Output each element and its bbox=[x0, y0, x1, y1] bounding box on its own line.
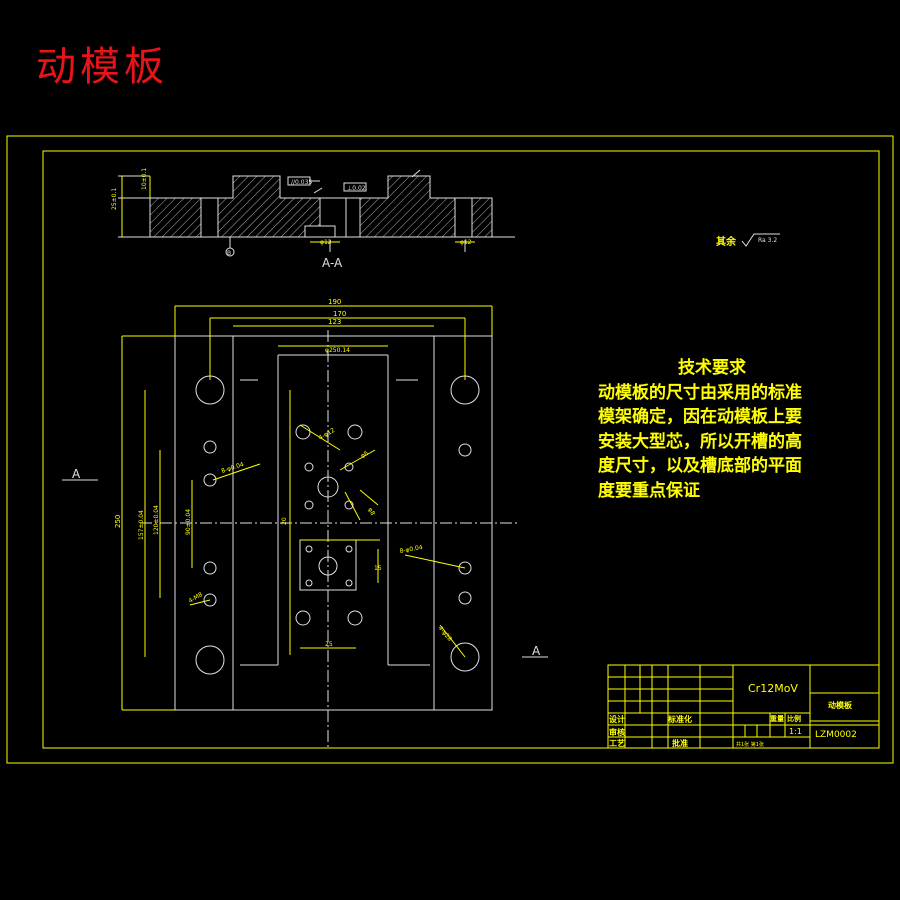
svg-text:φ12: φ12 bbox=[460, 239, 472, 246]
label-standard: 标准化 bbox=[667, 714, 692, 724]
label-weight: 重量 bbox=[770, 714, 784, 723]
svg-text:90±0.04: 90±0.04 bbox=[185, 509, 192, 535]
svg-text:φ250.14: φ250.14 bbox=[325, 347, 350, 354]
svg-text:25±0.1: 25±0.1 bbox=[111, 188, 118, 210]
svg-text:φ12: φ12 bbox=[320, 239, 332, 246]
cut-indicators: A A bbox=[62, 467, 548, 658]
scale: 1:1 bbox=[789, 727, 802, 736]
tech-heading: 技术要求 bbox=[678, 358, 746, 378]
tech-line-3: 安装大型芯，所以开槽的高 bbox=[598, 431, 802, 452]
material: Cr12MoV bbox=[748, 682, 798, 695]
svg-text:10±0.1: 10±0.1 bbox=[141, 168, 148, 190]
roughness-value: Ra 3.2 bbox=[758, 237, 777, 244]
svg-text:4-M8: 4-M8 bbox=[188, 591, 205, 605]
svg-text:φ6: φ6 bbox=[360, 450, 370, 460]
section-view: 25±0.1 10±0.1 //0.035 ⊥0.02 φ12 φ12 B bbox=[111, 168, 515, 257]
svg-text:4-φ28: 4-φ28 bbox=[436, 625, 453, 643]
part-name: 动模板 bbox=[828, 700, 853, 710]
label-process: 工艺 bbox=[609, 738, 625, 748]
drawing-title: 动模板 bbox=[36, 44, 168, 90]
svg-text:8-φ0.04: 8-φ0.04 bbox=[399, 544, 423, 555]
label-design: 设计 bbox=[609, 714, 625, 724]
tech-line-1: 动模板的尺寸由采用的标准 bbox=[598, 382, 802, 403]
roughness-prefix: 其余 bbox=[716, 235, 737, 248]
cut-label-left: A bbox=[72, 467, 81, 481]
svg-text:170: 170 bbox=[333, 310, 346, 318]
cut-label-right: A bbox=[532, 644, 541, 658]
section-label: A-A bbox=[322, 256, 343, 270]
label-approve: 批准 bbox=[672, 738, 688, 748]
svg-text:157±0.04: 157±0.04 bbox=[138, 510, 145, 540]
svg-text:20: 20 bbox=[281, 517, 288, 525]
title-block: Cr12MoV 动模板 LZM0002 1:1 设计 标准化 重量 比例 审核 … bbox=[607, 664, 880, 749]
svg-text:15: 15 bbox=[374, 565, 382, 572]
tech-line-2: 模架确定，因在动模板上要 bbox=[598, 407, 802, 427]
outer-border bbox=[6, 135, 894, 764]
svg-text:φ8: φ8 bbox=[366, 507, 376, 517]
svg-text://0.035: //0.035 bbox=[291, 179, 312, 186]
dim-25: 25 bbox=[325, 641, 333, 648]
svg-text:4-φ12: 4-φ12 bbox=[318, 427, 337, 442]
label-scale: 比例 bbox=[787, 714, 801, 723]
inner-border bbox=[42, 150, 880, 749]
tech-requirements: 技术要求 动模板的尺寸由采用的标准 模架确定，因在动模板上要 安装大型芯，所以开… bbox=[598, 356, 848, 503]
svg-text:250: 250 bbox=[114, 515, 122, 528]
svg-text:⊥0.02: ⊥0.02 bbox=[347, 185, 366, 192]
label-review: 审核 bbox=[609, 727, 625, 737]
roughness-note: 其余 Ra 3.2 bbox=[716, 233, 780, 248]
plan-view bbox=[140, 330, 520, 748]
tech-line-5: 度要重点保证 bbox=[598, 480, 700, 501]
tech-line-4: 度尺寸，以及槽底部的平面 bbox=[598, 456, 802, 476]
dimension-lines: 190 170 123 φ250.14 250 157±0.04 120±0.0… bbox=[114, 298, 493, 711]
svg-text:120±0.04: 120±0.04 bbox=[153, 505, 160, 535]
label-sheet: 共1张 第1张 bbox=[736, 741, 764, 748]
svg-text:B: B bbox=[227, 250, 231, 257]
svg-text:190: 190 bbox=[328, 298, 341, 306]
drawing-number: LZM0002 bbox=[815, 730, 857, 740]
svg-text:123: 123 bbox=[328, 318, 341, 326]
